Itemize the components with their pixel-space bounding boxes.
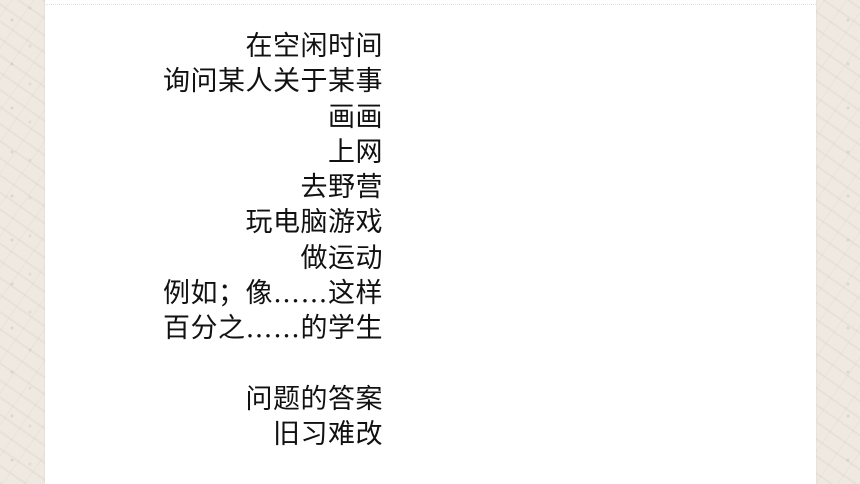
phrase-line: 画画	[328, 101, 383, 133]
phrase-line: 上网	[328, 136, 383, 168]
phrase-line: 百分之……的学生	[163, 313, 383, 345]
phrase-line: 例如；像……这样	[163, 278, 383, 310]
phrase-list: 在空闲时间 询问某人关于某事 画画 上网 去野营 玩电脑游戏 做运动 例如；像……	[63, 29, 383, 453]
phrase-line: 去野营	[300, 172, 383, 204]
phrase-line: 问题的答案	[245, 383, 383, 415]
phrase-line: 做运动	[300, 242, 383, 274]
phrase-line: 询问某人关于某事	[163, 66, 383, 98]
blank-line	[63, 347, 383, 382]
phrase-line: 玩电脑游戏	[245, 207, 383, 239]
phrase-line: 旧习难改	[273, 419, 383, 451]
panel-top-border	[45, 4, 816, 7]
phrase-line: 在空闲时间	[245, 31, 383, 62]
slide-panel: 在空闲时间 询问某人关于某事 画画 上网 去野营 玩电脑游戏 做运动 例如；像……	[45, 0, 816, 484]
